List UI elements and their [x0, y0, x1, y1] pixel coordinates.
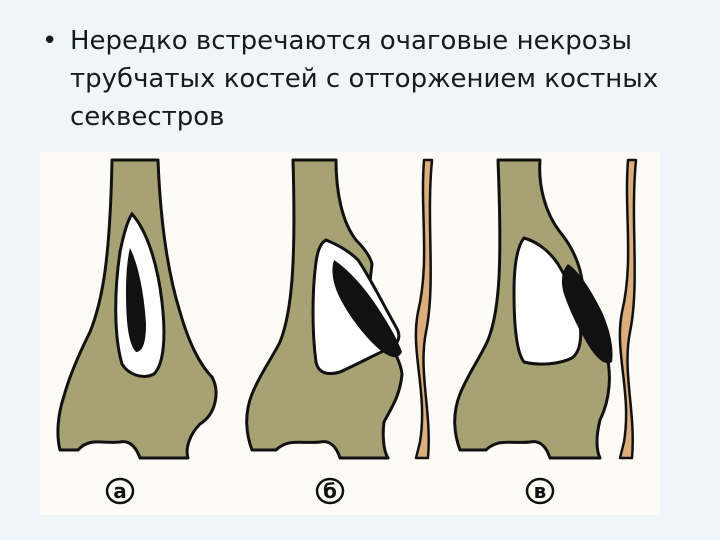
panel-c [453, 158, 638, 460]
label-a: а [105, 477, 135, 505]
sequestrum-b [332, 260, 402, 358]
sequestrum-c [561, 264, 613, 364]
bone-necrosis-illustration: а б в [40, 152, 660, 515]
cavity-c [512, 236, 583, 366]
label-c-text: в [534, 479, 547, 503]
soft-tissue-c [618, 158, 638, 460]
sequestrum-a [126, 248, 146, 352]
label-c: в [525, 477, 555, 505]
bullet-marker: • [42, 26, 58, 56]
label-b: б [315, 477, 345, 505]
label-a-text: а [113, 479, 127, 503]
panel-b [245, 158, 434, 460]
bullet-text: Нередко встречаются очаговые некрозы тру… [70, 26, 659, 132]
soft-tissue-b [414, 158, 434, 460]
panel-a [56, 158, 218, 460]
label-b-text: б [323, 479, 337, 503]
bullet-point: • Нередко встречаются очаговые некрозы т… [42, 22, 682, 136]
